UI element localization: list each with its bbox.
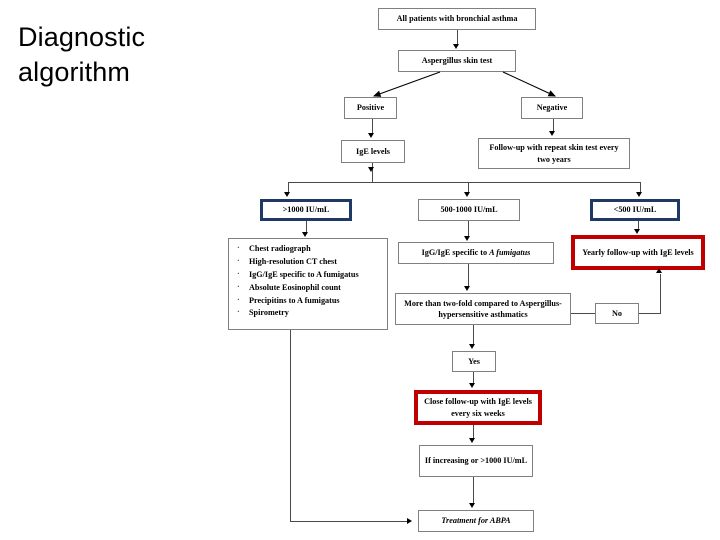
connector-iggige-to-twofold — [468, 264, 469, 287]
arrowhead-down — [469, 344, 475, 349]
arrowhead-down — [636, 192, 642, 197]
list-item: High-resolution CT chest — [237, 255, 381, 268]
connector-bus-drop-mid — [468, 182, 469, 193]
arrowhead-down — [464, 236, 470, 241]
node-skin-test-label: Aspergillus skin test — [421, 56, 493, 66]
node-all-patients: All patients with bronchial asthma — [378, 8, 536, 30]
connector-twofold-to-yes — [473, 325, 474, 345]
node-ige-below-500-label: <500 IU/mL — [613, 205, 657, 215]
connector-no-right — [639, 313, 661, 314]
node-no-label: No — [611, 308, 622, 318]
node-all-patients-label: All patients with bronchial asthma — [396, 14, 518, 24]
arrowhead-down — [368, 167, 374, 172]
arrowhead-down — [453, 44, 459, 49]
node-iggige-specific-species: A fumigatus — [489, 248, 531, 258]
connector-negative-to-followup — [553, 119, 554, 132]
node-skin-test: Aspergillus skin test — [398, 50, 516, 72]
connector-workup-to-treatment — [290, 521, 408, 522]
node-iggige-specific: IgG/IgE specific to A fumigatus — [398, 242, 554, 264]
node-close-followup: Close follow-up with IgE levels every si… — [414, 390, 542, 425]
node-positive: Positive — [344, 97, 397, 119]
node-yearly-followup: Yearly follow-up with IgE levels — [571, 235, 705, 270]
list-item: Precipitins to A fumigatus — [237, 294, 381, 307]
node-close-followup-label: Close follow-up with IgE levels every si… — [424, 397, 532, 418]
workup-list: Chest radiograph High-resolution CT ches… — [233, 242, 381, 319]
arrowhead-down — [634, 229, 640, 234]
node-if-increasing: If increasing or >1000 IU/mL — [419, 445, 533, 477]
connector-distribution-bus — [288, 182, 640, 183]
node-negative-label: Negative — [536, 103, 568, 113]
connector-yes-to-closefollowup — [473, 372, 474, 384]
node-no: No — [595, 303, 639, 324]
connector-skintest-to-negative — [502, 71, 556, 97]
node-yes-label: Yes — [468, 356, 480, 366]
connector-positive-to-igelevels — [372, 119, 373, 134]
connector-bus-drop-left — [288, 182, 289, 193]
arrowhead-down — [464, 192, 470, 197]
connector-skintest-to-positive — [372, 71, 441, 97]
connector-ifincreasing-to-treatment — [473, 477, 474, 504]
connector-bus-drop-right — [640, 182, 641, 193]
connector-closefollowup-to-ifincreasing — [473, 425, 474, 439]
node-ige-above-1000: >1000 IU/mL — [260, 199, 352, 221]
arrowhead-down — [302, 232, 308, 237]
page-title: Diagnostic algorithm — [18, 22, 146, 87]
connector-twofold-to-no — [571, 313, 595, 314]
arrowhead-up — [656, 268, 662, 273]
node-ige-above-1000-label: >1000 IU/mL — [282, 205, 330, 215]
connector-igelevels-to-bus — [372, 163, 373, 182]
node-two-fold-compare: More than two-fold compared to Aspergill… — [395, 293, 571, 325]
node-ige-levels: IgE levels — [341, 140, 405, 163]
arrowhead-down — [368, 133, 374, 138]
node-ige-levels-label: IgE levels — [356, 146, 390, 156]
connector-mid-to-iggige — [468, 221, 469, 237]
node-followup-repeat-skin-test-label: Follow-up with repeat skin test every tw… — [489, 143, 619, 164]
connector-workup-down — [290, 330, 291, 522]
list-item: Spirometry — [237, 306, 381, 319]
node-two-fold-compare-label: More than two-fold compared to Aspergill… — [404, 298, 562, 319]
node-ige-500-1000-label: 500-1000 IU/mL — [440, 205, 498, 215]
node-negative: Negative — [521, 97, 583, 119]
list-item: IgG/IgE specific to A fumigatus — [237, 268, 381, 281]
node-iggige-specific-label: IgG/IgE specific to A fumigatus — [402, 247, 550, 258]
node-yearly-followup-label: Yearly follow-up with IgE levels — [582, 247, 694, 257]
node-if-increasing-label: If increasing or >1000 IU/mL — [424, 456, 528, 466]
connector-no-up — [660, 274, 661, 314]
arrowhead-down — [469, 438, 475, 443]
node-treatment-abpa: Treatment for ABPA — [418, 510, 534, 532]
arrowhead-down — [284, 192, 290, 197]
node-followup-repeat-skin-test: Follow-up with repeat skin test every tw… — [478, 138, 630, 169]
node-ige-500-1000: 500-1000 IU/mL — [418, 199, 520, 221]
connector-root-to-skintest — [457, 30, 458, 45]
list-item: Absolute Eosinophil count — [237, 281, 381, 294]
node-treatment-abpa-label: Treatment for ABPA — [441, 516, 511, 526]
node-iggige-specific-prefix: IgG/IgE specific to — [421, 248, 490, 258]
node-positive-label: Positive — [356, 103, 385, 113]
node-workup-list: Chest radiograph High-resolution CT ches… — [228, 238, 388, 330]
list-item: Chest radiograph — [237, 242, 381, 255]
arrowhead-down — [469, 503, 475, 508]
arrowhead-down — [549, 131, 555, 136]
arrowhead-down — [464, 286, 470, 291]
connector-low-to-yearly — [638, 221, 639, 231]
node-yes: Yes — [452, 351, 496, 372]
connector-high-to-workup — [306, 221, 307, 233]
arrowhead-down — [469, 383, 475, 388]
arrowhead-right — [407, 518, 412, 524]
node-ige-below-500: <500 IU/mL — [590, 199, 680, 221]
